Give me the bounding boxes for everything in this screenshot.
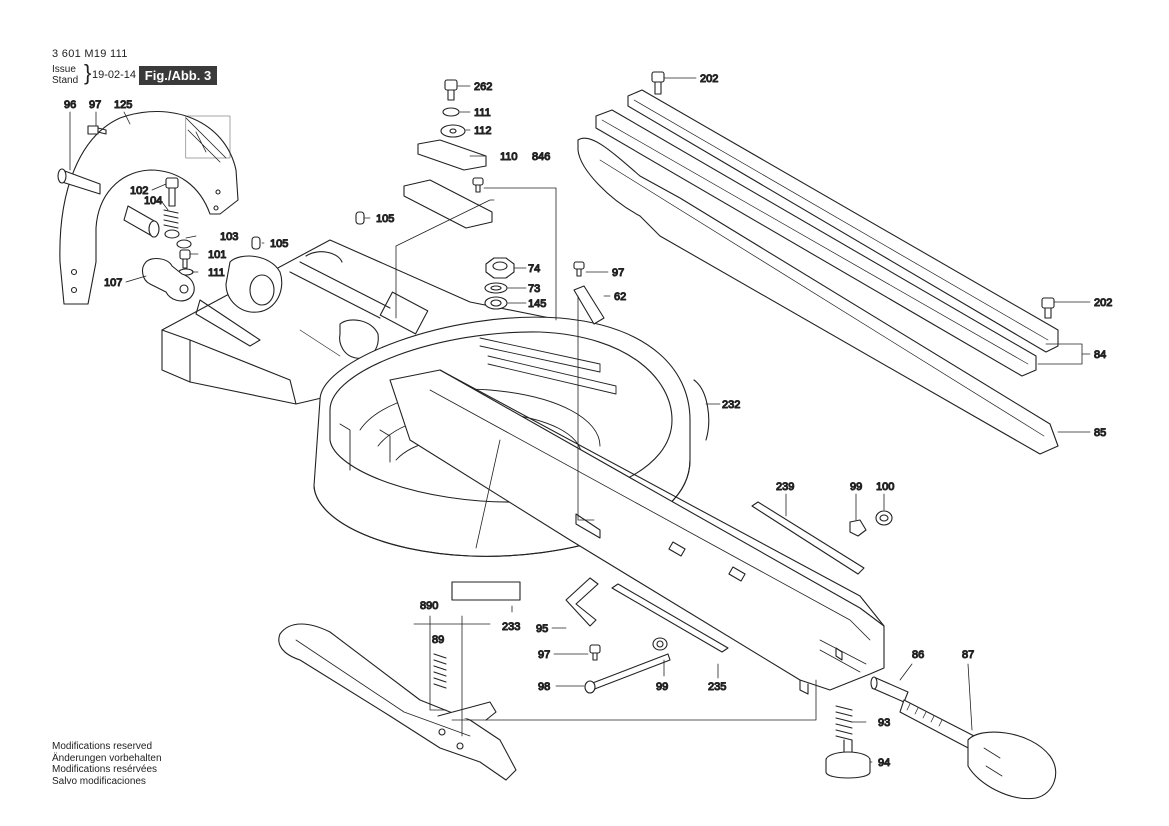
callout-96: 96 <box>64 99 76 111</box>
washer-111-top <box>442 107 460 117</box>
callout-239: 239 <box>776 481 794 493</box>
plate-110 <box>417 139 487 171</box>
callout-846: 846 <box>532 151 550 163</box>
callout-232: 232 <box>722 399 740 411</box>
issue-stand-labels: Issue Stand <box>52 64 78 86</box>
nut-99-right <box>849 519 867 537</box>
issue-label: Issue <box>52 64 76 75</box>
screw-101 <box>179 249 191 269</box>
washer-103 <box>164 229 192 249</box>
drawing-number: 3 601 M19 111 <box>52 48 128 60</box>
nut-74 <box>485 257 515 279</box>
callout-98: 98 <box>538 681 550 693</box>
callout-104: 104 <box>144 195 162 207</box>
note-de: Änderungen vorbehalten <box>52 752 162 764</box>
extension-arm <box>389 369 885 695</box>
screw-102 <box>165 177 179 207</box>
label-232 <box>693 379 710 441</box>
callout-84: 84 <box>1094 349 1106 361</box>
callout-94: 94 <box>878 757 890 769</box>
washer-73 <box>484 282 508 294</box>
label-233 <box>451 581 521 601</box>
screw-97-mid <box>573 261 585 277</box>
callout-97: 97 <box>89 99 101 111</box>
lever-890 <box>278 623 517 781</box>
screw-202 <box>651 71 1055 319</box>
handle-87 <box>899 699 1057 800</box>
callout-numbers: 96 97 125 102 104 103 101 111 107 105 10… <box>63 72 1112 769</box>
rail-84-upper <box>627 89 1059 353</box>
callout-99: 99 <box>656 681 668 693</box>
note-fr: Modifications resérvées <box>52 764 158 775</box>
spring-93 <box>835 705 853 741</box>
modifications-notice: Modifications reserved Änderungen vorbeh… <box>52 741 162 787</box>
callout-85: 85 <box>1094 427 1106 439</box>
note-es: Salvo modificaciones <box>52 775 146 787</box>
knob-94 <box>825 739 871 779</box>
note-en: Modifications reserved <box>52 741 153 752</box>
clamp-107 <box>141 257 195 302</box>
callout-99: 99 <box>850 481 862 493</box>
plate-846 <box>403 179 493 229</box>
bracket-95 <box>565 577 599 627</box>
issue-date: 19-02-14 <box>92 69 137 81</box>
bracket-62 <box>573 285 605 325</box>
callout-202: 202 <box>1094 297 1112 309</box>
callout-110: 110 <box>500 151 518 163</box>
stand-label: Stand <box>52 75 79 86</box>
figure-label: Fig./Abb. 3 <box>139 66 217 85</box>
label-239 <box>751 501 865 575</box>
callout-74: 74 <box>528 263 540 275</box>
callout-87: 87 <box>962 649 974 661</box>
callout-111: 111 <box>208 267 225 279</box>
callout-145: 145 <box>528 298 546 310</box>
spring-89 <box>433 653 447 689</box>
callout-890: 890 <box>420 600 438 612</box>
callout-73: 73 <box>528 283 540 295</box>
pin-105 <box>251 211 365 250</box>
callout-62: 62 <box>614 291 626 303</box>
pin-104 <box>123 205 160 238</box>
callout-107: 107 <box>104 277 122 289</box>
washer-145 <box>484 296 508 310</box>
callout-103: 103 <box>220 231 238 243</box>
screw-97-left <box>87 125 107 135</box>
callout-105: 105 <box>376 213 394 225</box>
washer-112 <box>440 124 466 138</box>
cap-100 <box>875 510 893 526</box>
screw-262 <box>444 79 458 101</box>
rail-85 <box>577 137 1059 455</box>
bolt-98 <box>584 653 671 694</box>
screw-846 <box>472 177 484 193</box>
callout-202: 202 <box>700 73 718 85</box>
callout-235: 235 <box>708 681 726 693</box>
shaft-96 <box>57 168 101 195</box>
callout-95: 95 <box>536 623 548 635</box>
callout-111: 111 <box>474 107 491 119</box>
callout-101: 101 <box>208 249 226 261</box>
callout-102: 102 <box>130 185 148 197</box>
issue-brace: } <box>84 60 92 85</box>
washer-99-low <box>652 637 668 651</box>
callout-97: 97 <box>538 649 550 661</box>
screw-97-low <box>589 644 601 661</box>
callout-86: 86 <box>912 649 924 661</box>
callout-100: 100 <box>876 481 894 493</box>
callout-125: 125 <box>114 99 132 111</box>
leader-lines <box>69 77 1091 763</box>
callout-112: 112 <box>474 125 492 137</box>
blade-guard <box>59 110 239 305</box>
callout-93: 93 <box>878 717 890 729</box>
rail-84-lower <box>595 109 1037 377</box>
rod-86 <box>870 676 909 703</box>
spring-104 <box>163 209 179 229</box>
callout-262: 262 <box>474 81 492 93</box>
callout-89: 89 <box>432 634 444 646</box>
label-235 <box>611 583 729 653</box>
callout-97: 97 <box>612 267 624 279</box>
callout-233: 233 <box>502 621 520 633</box>
callout-105: 105 <box>270 238 288 250</box>
